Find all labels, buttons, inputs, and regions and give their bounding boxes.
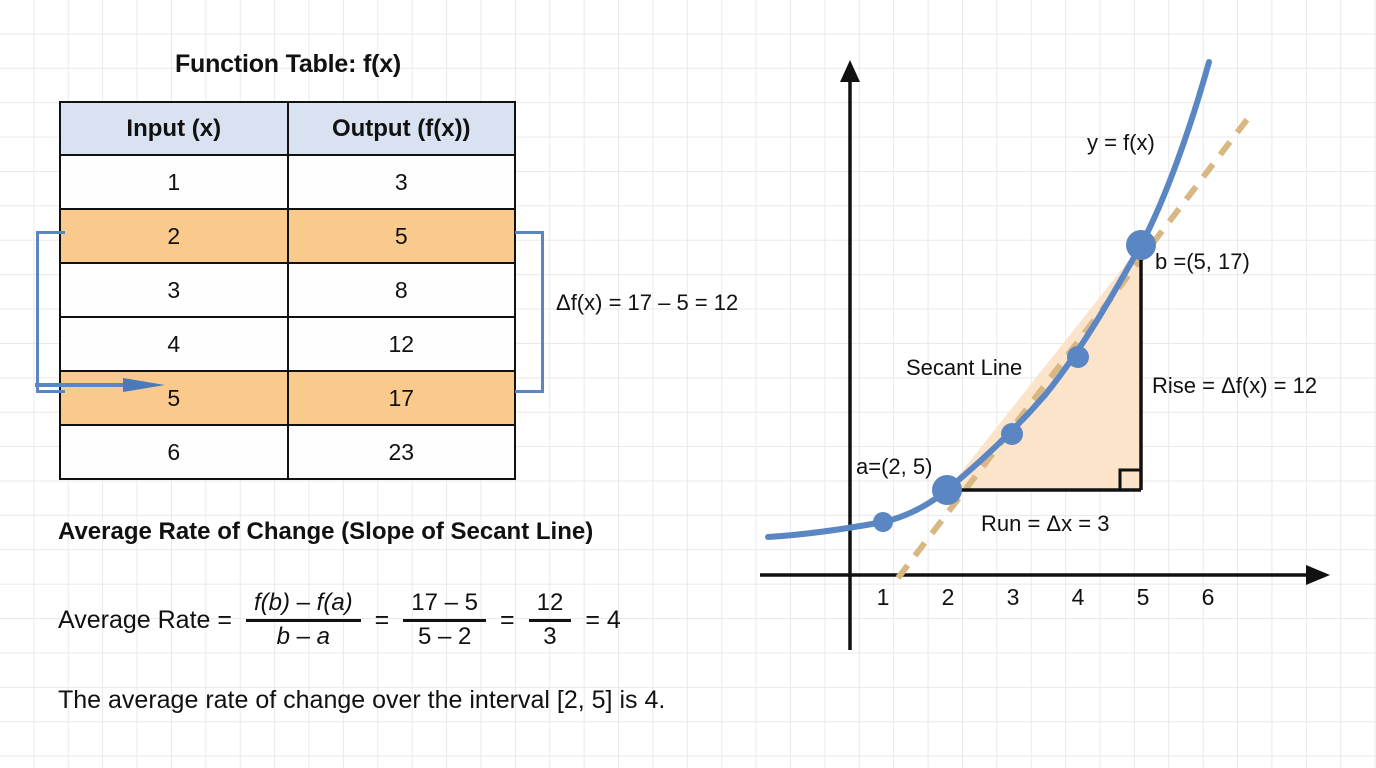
table-header-row: Input (x) Output (f(x)) (59, 101, 516, 156)
rise-label: Rise = Δf(x) = 12 (1152, 373, 1318, 398)
y-axis-arrowhead (840, 60, 860, 82)
point-a-marker (932, 475, 962, 505)
fraction-simplified: 12 3 (528, 589, 572, 651)
run-label: Run = Δx = 3 (981, 511, 1110, 536)
cell-input: 6 (59, 424, 289, 480)
curve-point-x3 (1001, 423, 1023, 445)
point-b-label: b =(5, 17) (1155, 249, 1250, 274)
x-tick-5: 5 (1136, 584, 1150, 610)
fraction-numerator: 12 (536, 589, 564, 616)
equals-sign-2: = (500, 605, 515, 634)
right-bracket (515, 231, 544, 393)
cell-input: 3 (59, 262, 289, 318)
point-b-marker (1126, 230, 1156, 260)
cell-output: 3 (286, 154, 516, 210)
table-row: 1 3 (59, 154, 516, 210)
fraction-symbolic: f(b) – f(a) b – a (245, 589, 361, 651)
conclusion-text: The average rate of change over the inte… (58, 686, 666, 714)
delta-fx-annotation: Δf(x) = 17 – 5 = 12 (556, 290, 739, 315)
fraction-denominator: b – a (276, 622, 330, 650)
curve-label: y = f(x) (1087, 130, 1155, 155)
cell-output: 23 (286, 424, 516, 480)
x-tick-4: 4 (1071, 584, 1085, 610)
point-a-label: a=(2, 5) (856, 454, 933, 479)
curve-point-x4 (1067, 346, 1089, 368)
table-row: 6 23 (59, 424, 516, 480)
column-header-output: Output (f(x)) (286, 101, 516, 156)
right-angle-marker (1118, 468, 1141, 490)
table-row: 2 5 (59, 208, 516, 264)
x-tick-2: 2 (941, 584, 955, 610)
fraction-numerator: 17 – 5 (411, 589, 478, 616)
secant-line (895, 111, 1255, 580)
formula-lead: Average Rate = (58, 605, 232, 634)
average-rate-formula: Average Rate = f(b) – f(a) b – a = 17 – … (58, 589, 635, 651)
cell-input: 1 (59, 154, 289, 210)
function-table: Input (x) Output (f(x)) 1 3 2 5 3 8 4 12 (59, 101, 516, 480)
cell-input: 5 (59, 370, 289, 426)
column-header-input: Input (x) (59, 101, 289, 156)
cell-output: 12 (286, 316, 516, 372)
cell-input: 4 (59, 316, 289, 372)
secant-label: Secant Line (906, 355, 1023, 380)
x-axis-arrowhead (1306, 565, 1330, 585)
table-title: Function Table: f(x) (174, 50, 402, 78)
curve-point-x1 (873, 512, 893, 532)
result-value: = 4 (585, 605, 621, 634)
table-row: 3 8 (59, 262, 516, 318)
table-row: 5 17 (59, 370, 516, 426)
fraction-bar (403, 618, 486, 622)
table-row: 4 12 (59, 316, 516, 372)
cell-output: 5 (286, 208, 516, 264)
row-pointer-arrow (35, 378, 165, 392)
equals-sign-1: = (374, 605, 390, 634)
x-tick-3: 3 (1006, 584, 1020, 610)
cell-input: 2 (59, 208, 289, 264)
fraction-bar (528, 618, 572, 622)
fraction-numeric: 17 – 5 5 – 2 (403, 589, 486, 651)
fraction-numerator: f(b) – f(a) (253, 589, 353, 616)
average-rate-heading: Average Rate of Change (Slope of Secant … (58, 518, 594, 545)
x-tick-6: 6 (1201, 584, 1215, 610)
cell-output: 8 (286, 262, 516, 318)
fraction-denominator: 3 (543, 622, 557, 650)
fraction-bar (245, 618, 361, 622)
left-bracket (36, 231, 65, 393)
cell-output: 17 (286, 370, 516, 426)
x-tick-1: 1 (876, 584, 890, 610)
fraction-denominator: 5 – 2 (417, 622, 472, 650)
